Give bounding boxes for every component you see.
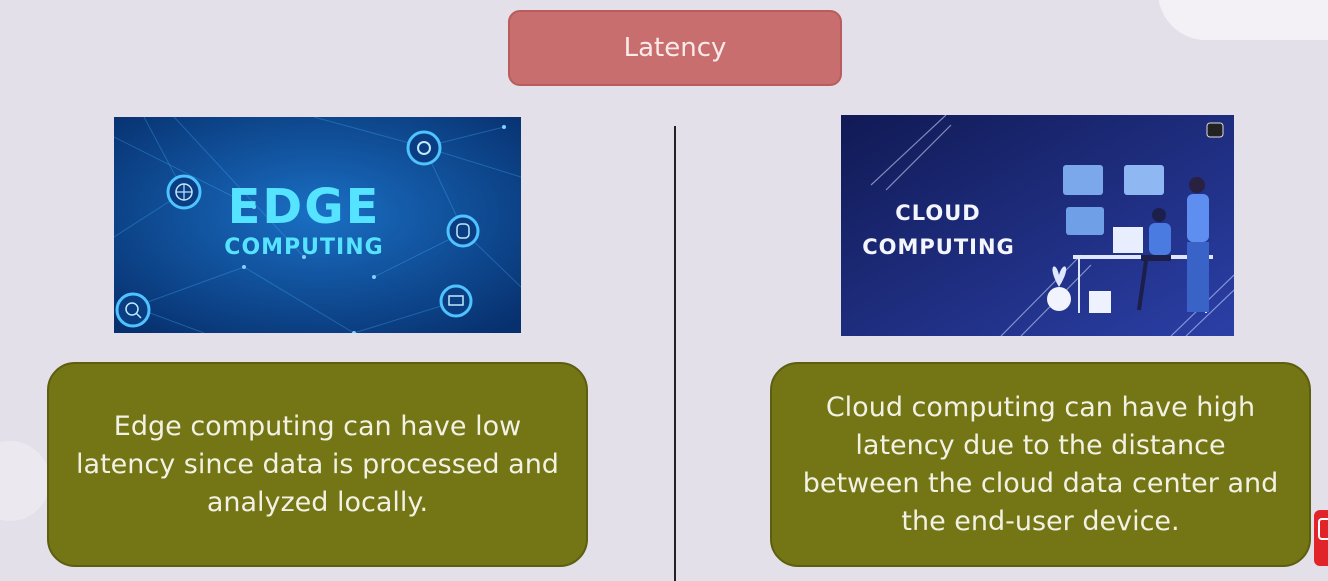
slide-title-text: Latency — [623, 33, 727, 63]
background-shape — [0, 441, 50, 521]
edge-title-line1: EDGE — [227, 179, 381, 235]
edge-title-line2: COMPUTING — [224, 235, 384, 260]
gear-icon — [406, 130, 442, 166]
database-icon — [446, 214, 480, 248]
cloud-computing-image: CLOUD COMPUTING — [841, 115, 1234, 336]
column-divider — [674, 126, 676, 581]
slide-title: Latency — [508, 10, 842, 86]
subscribe-badge-icon[interactable] — [1314, 510, 1328, 566]
cloud-title-line1: CLOUD — [895, 201, 981, 225]
cloud-title-line2: COMPUTING — [862, 235, 1015, 259]
background-shape — [1158, 0, 1328, 40]
cloud-description-text: Cloud computing can have high latency du… — [802, 391, 1279, 537]
globe-icon — [166, 174, 202, 210]
edge-description-text: Edge computing can have low latency sinc… — [76, 410, 559, 518]
device-icon — [439, 284, 473, 318]
search-icon — [115, 292, 151, 328]
cloud-description-box: Cloud computing can have high latency du… — [770, 362, 1311, 567]
edge-computing-image: EDGE COMPUTING — [114, 117, 521, 333]
play-icon — [1318, 518, 1328, 540]
edge-description-box: Edge computing can have low latency sinc… — [47, 362, 588, 567]
